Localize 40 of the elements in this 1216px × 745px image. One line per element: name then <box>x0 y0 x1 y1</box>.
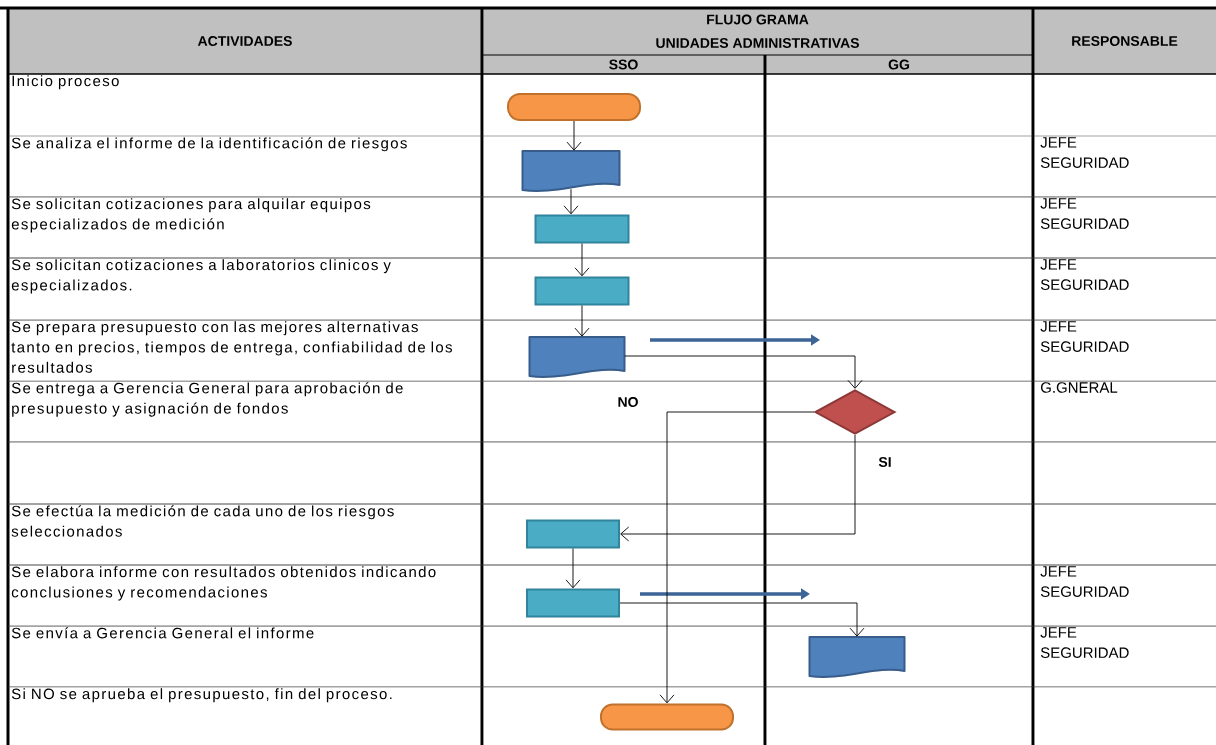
connector-arrow <box>624 355 863 389</box>
activity-text: Se entrega a Gerencia General para aprobación de presupuesto y asignación de fondos <box>11 382 403 417</box>
responsible-text: JEFE SEGURIDAD <box>1040 321 1129 352</box>
connector-arrow <box>574 305 590 337</box>
activity-text: Se prepara presupuesto con las mejores alternativas tanto en precios, tiempos de entrega, confiabilidad de los resultados <box>11 321 452 373</box>
connector-arrow <box>566 120 582 151</box>
process-box <box>526 588 620 618</box>
connector-arrow <box>659 411 815 704</box>
terminal-shape <box>507 93 641 121</box>
responsible-text: JEFE SEGURIDAD <box>1040 566 1129 597</box>
connector-arrow <box>565 548 581 589</box>
activity-text: Si NO se aprueba el presupuesto, fin del proceso. <box>11 688 392 703</box>
activity-text: Se elabora informe con resultados obtenidos indicando conclusiones y recomendaciones <box>11 566 436 601</box>
activity-text: Inicio proceso <box>12 75 119 90</box>
activity-text: Se solicitan cotizaciones para alquilar equipos especializados de medición <box>11 198 371 233</box>
edge-label: SI <box>878 457 891 467</box>
responsible-text: JEFE SEGURIDAD <box>1040 137 1129 168</box>
responsible-text: G.GNERAL <box>1040 382 1118 393</box>
column-header: RESPONSABLE <box>1033 8 1216 74</box>
responsible-text: JEFE SEGURIDAD <box>1040 627 1129 658</box>
process-box <box>534 276 630 306</box>
document-shape <box>528 336 626 378</box>
column-header: ACTIVIDADES <box>8 8 482 74</box>
document-shape <box>521 150 621 192</box>
activity-text: Se analiza el informe de la identificación de riesgos <box>11 137 407 152</box>
process-box <box>526 519 620 549</box>
terminal-shape <box>600 703 734 731</box>
connector-arrow <box>563 188 579 215</box>
activity-text: Se solicitan cotizaciones a laboratorios clinicos y especializados. <box>11 259 391 294</box>
connector-arrow <box>620 434 856 542</box>
responsible-text: JEFE SEGURIDAD <box>1040 198 1129 229</box>
activity-text: Se envía a Gerencia General el informe <box>11 627 314 639</box>
connector-arrow <box>574 243 590 277</box>
responsible-text: JEFE SEGURIDAD <box>1040 259 1129 290</box>
activity-text: Se efectúa la medición de cada uno de los riesgos seleccionados <box>11 505 394 537</box>
edge-label: NO <box>618 397 638 407</box>
document-shape <box>808 636 906 678</box>
column-header: FLUJO GRAMA <box>482 8 1033 31</box>
process-box <box>534 214 630 244</box>
connector-arrow <box>619 602 865 637</box>
